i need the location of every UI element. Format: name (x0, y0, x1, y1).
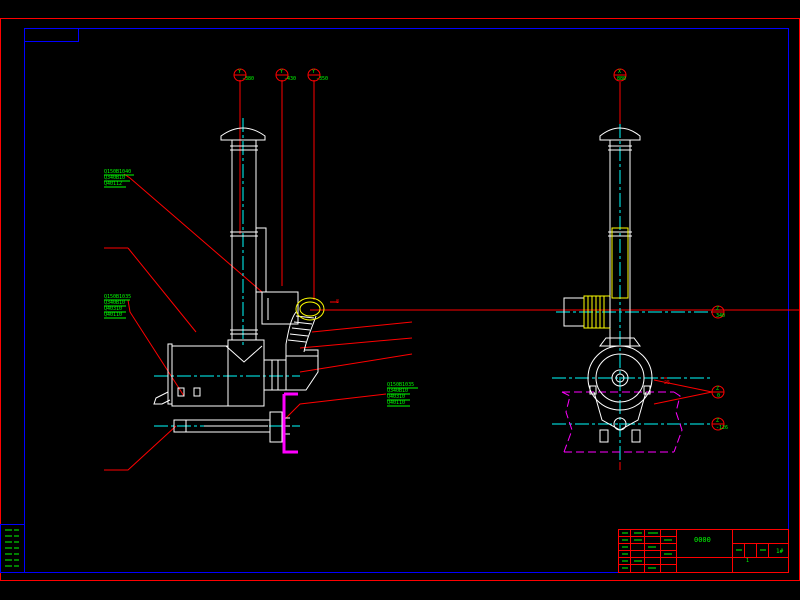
front-dim-small: 25 (664, 380, 670, 386)
front-centerlines (552, 124, 712, 462)
front-marker-z3-axis: Z (716, 418, 719, 424)
side-marker-2-value: -430 (284, 76, 296, 82)
callout-top-line-1: Q150B1040 (104, 169, 131, 175)
callout-middle: Q150B1035 Q340B10 Q40310 Q40110 (104, 294, 131, 319)
callout-top-line-3: Q40112 (104, 181, 122, 187)
front-marker-z1-value: 340 (716, 313, 725, 319)
front-view: X 880 Z 340 Z 0 Z -126 25 (552, 68, 728, 470)
side-marker-3-axis: Y (312, 69, 315, 75)
front-leaders (619, 82, 713, 470)
callout-right: Q150B1035 Q340B10 Q40310 Q40110 (387, 382, 418, 407)
callout-middle-line-2: Q340B10 (104, 300, 125, 306)
side-marker-2: Y -430 (275, 68, 296, 82)
revision-strip-marks (5, 529, 19, 567)
side-view: 8 Y -380 Y -430 Y -350 Q150B1040 Q340B10… (104, 68, 800, 471)
front-marker-x-value: 880 (617, 76, 626, 82)
front-marker-z1-axis: Z (716, 306, 719, 312)
callout-middle-line-1: Q150B1035 (104, 294, 131, 300)
callout-middle-line-3: Q40310 (104, 306, 122, 312)
front-marker-z2-value: 0 (717, 393, 720, 399)
front-marker-z2-axis: Z (716, 386, 719, 392)
side-marker-3-value: -350 (316, 76, 328, 82)
side-marker-2-axis: Y (280, 69, 283, 75)
callout-top-line-2: Q340B10 (104, 175, 125, 181)
callout-top: Q150B1040 Q340B10 Q40112 (104, 169, 134, 188)
front-marker-z1: Z 340 (711, 305, 725, 319)
title-block (618, 529, 789, 573)
callout-right-line-2: Q340B10 (387, 388, 408, 394)
side-marker-1: Y -380 (233, 68, 254, 82)
front-marker-x-axis: X (618, 69, 621, 75)
side-leaders (104, 80, 800, 471)
drawing-number-box (24, 28, 79, 42)
front-marker-x: X 880 (613, 68, 627, 82)
title-block-sheet: 1# (776, 548, 784, 555)
front-marker-z2: Z 0 (711, 385, 725, 399)
front-bellows (563, 295, 611, 329)
side-marker-1-axis: Y (238, 69, 241, 75)
callout-right-line-4: Q40110 (387, 400, 405, 406)
callout-middle-line-4: Q40110 (104, 312, 122, 318)
title-block-name: 0000 (694, 536, 711, 544)
side-marker-3: Y -350 (307, 68, 328, 82)
title-block-scale: 1 (746, 558, 749, 564)
title-block-fill-marks (622, 532, 766, 569)
mounting-bracket (282, 392, 298, 454)
callout-right-line-1: Q150B1035 (387, 382, 414, 388)
callout-right-line-3: Q40310 (387, 394, 405, 400)
front-marker-z3-value: -126 (716, 425, 728, 431)
front-filter-housing (587, 337, 653, 443)
drawing-frame (24, 28, 789, 573)
flex-hose (285, 297, 325, 391)
front-marker-z3: Z -126 (711, 417, 728, 431)
air-filter (153, 339, 290, 443)
revision-strip (0, 524, 25, 573)
front-mounting-rail (561, 391, 683, 453)
intake-pipe (220, 127, 299, 340)
side-dim-small: 8 (336, 299, 339, 305)
side-marker-1-value: -380 (242, 76, 254, 82)
